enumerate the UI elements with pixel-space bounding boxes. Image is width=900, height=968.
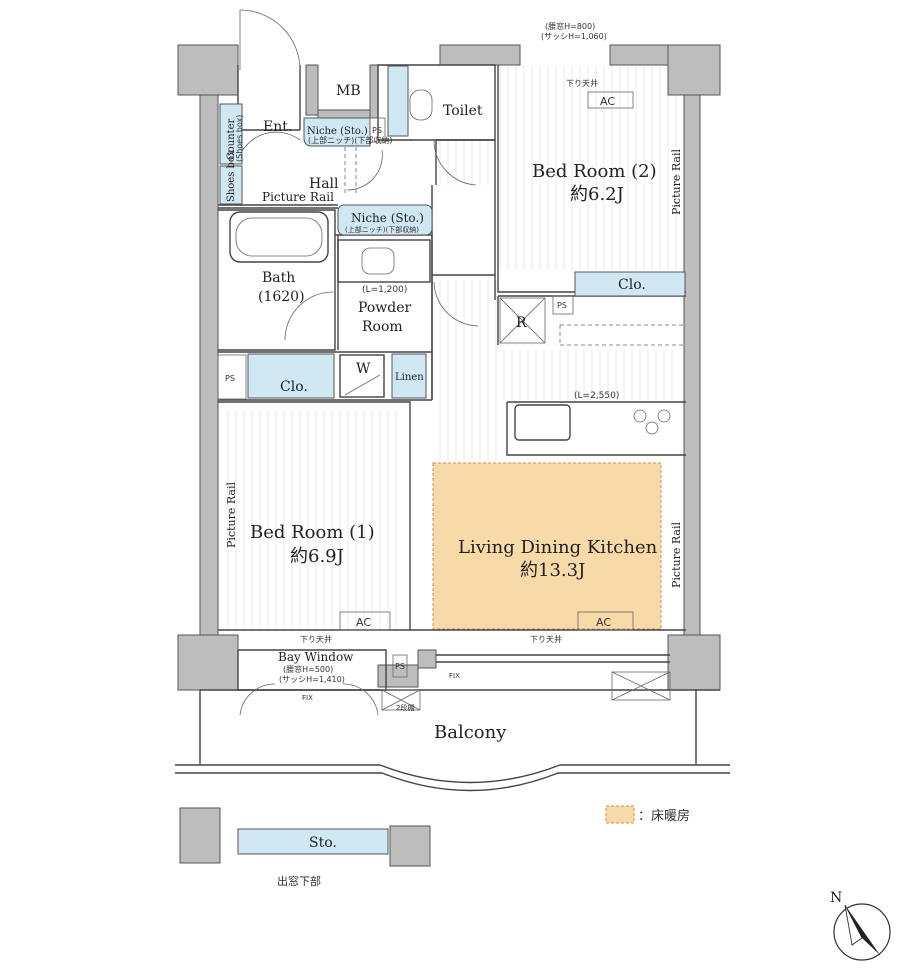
shoes-box-label: Shoes box <box>226 150 237 202</box>
window-top-1: (腰窓H=800) <box>545 21 595 31</box>
fixtures <box>217 89 671 711</box>
counter-label: Counter <box>226 119 237 160</box>
ac-ldk-label: AC <box>596 616 611 629</box>
legend-swatch <box>605 805 635 824</box>
fix-bay-label: FIX <box>302 694 313 702</box>
niche-small-label: Niche (Sto.) <box>307 126 368 137</box>
stove-burner <box>633 409 647 423</box>
niche-small-sub: (上部ニッチ)(下部収納) <box>308 135 392 145</box>
bath-size: (1620) <box>258 289 305 305</box>
ac-bedroom-2-label: AC <box>600 95 615 108</box>
ps-kitchen <box>552 295 574 315</box>
vanity-counter <box>337 239 431 283</box>
powder-label-2: Room <box>362 319 403 335</box>
ac-ldk <box>577 611 634 631</box>
toilet-cabinet <box>387 65 409 137</box>
window-top-2: (サッシH=1,060) <box>541 32 607 41</box>
stove-burner <box>645 421 659 435</box>
ceiling-drop-ldk: 下り天井 <box>530 634 562 644</box>
kitchen-sink <box>514 404 571 441</box>
bedroom-2-size: 約6.2J <box>570 184 624 205</box>
linen-cabinet <box>391 353 427 399</box>
toilet-bowl <box>409 89 433 121</box>
kitchen-length: (L=2,550) <box>574 391 619 401</box>
entrance-label: Ent. <box>263 119 292 135</box>
legend-label: ：床暖房 <box>638 808 690 824</box>
north-label: N <box>830 890 842 906</box>
powder-label-1: Powder <box>358 300 412 316</box>
powder-length: (L=1,200) <box>362 285 407 295</box>
linen-label: Linen <box>395 372 424 383</box>
bay-storage-label: Sto. <box>309 835 337 851</box>
w-label: W <box>356 361 371 377</box>
picture-rail-bedroom-2: Picture Rail <box>670 149 683 215</box>
ldk-floor-heating-area <box>432 462 662 630</box>
niche-large-label: Niche (Sto.) <box>351 211 424 225</box>
stove-burner <box>657 409 671 423</box>
step-shelf <box>381 689 421 711</box>
bathtub <box>229 211 329 263</box>
ac-bedroom-1 <box>339 611 391 631</box>
bay-window-sub-1: (腰窓H=500) <box>283 664 333 674</box>
shoes-box <box>219 165 243 205</box>
picture-rail-ldk: Picture Rail <box>670 522 683 588</box>
closet-bedroom-2-label: Clo. <box>618 277 646 293</box>
counter-sub-label: (Shoes box) <box>235 115 244 162</box>
niche-small <box>303 117 371 147</box>
north-arrow-icon: N <box>830 890 891 961</box>
ps-balcony <box>392 654 408 678</box>
ac-bedroom-2 <box>587 91 634 109</box>
bath-label: Bath <box>262 270 295 286</box>
step-shelf-label: 2段棚 <box>396 703 414 712</box>
closet-bedroom-1-label: Clo. <box>280 379 308 395</box>
outdoor-unit <box>611 671 671 701</box>
toilet-label: Toilet <box>443 103 483 119</box>
picture-rail-bedroom-1: Picture Rail <box>225 482 238 548</box>
walls <box>177 44 721 867</box>
bay-window-sub-2: (サッシH=1,410) <box>279 675 345 684</box>
fix-ldk-label: FIX <box>449 672 460 680</box>
ps-bedroom-1 <box>217 354 247 400</box>
counter-shoes-box <box>219 103 243 165</box>
niche-large <box>337 204 433 236</box>
washing-machine-space <box>339 354 385 398</box>
niche-large-sub: (上部ニッチ)(下部収納) <box>345 225 419 234</box>
ps-kitchen-label: PS <box>557 301 567 310</box>
ldk-size: 約13.3J <box>520 560 585 581</box>
bedroom-1-size: 約6.9J <box>290 546 344 567</box>
refrigerator-label: R <box>516 315 527 331</box>
bay-storage <box>237 828 389 855</box>
balcony-label: Balcony <box>434 722 507 743</box>
bay-lower-label: 出窓下部 <box>277 874 321 888</box>
ceiling-drop-bedroom-2: 下り天井 <box>566 78 598 88</box>
bedroom-1-label: Bed Room (1) <box>250 522 375 543</box>
hall-label: Hall <box>309 176 339 192</box>
ceiling-drop-bedroom-1: 下り天井 <box>300 634 332 644</box>
closet-bedroom-1 <box>247 353 335 399</box>
closet-bedroom-2 <box>574 271 686 297</box>
ps-balcony-label: PS <box>395 662 405 671</box>
ps-bedroom-1-label: PS <box>225 374 235 383</box>
refrigerator-space <box>499 297 546 344</box>
ps-entrance-label: PS <box>372 126 382 135</box>
ps-entrance <box>369 117 386 143</box>
bedroom-2-label: Bed Room (2) <box>532 161 657 182</box>
ldk-label: Living Dining Kitchen <box>458 537 658 558</box>
washbasin <box>361 247 395 275</box>
mb-label: MB <box>336 83 361 99</box>
picture-rail-entrance: Picture Rail <box>262 190 334 204</box>
ac-bedroom-1-label: AC <box>356 616 371 629</box>
bay-window-label: Bay Window <box>278 650 354 664</box>
doors <box>237 9 479 716</box>
storage-fixtures <box>219 65 686 855</box>
